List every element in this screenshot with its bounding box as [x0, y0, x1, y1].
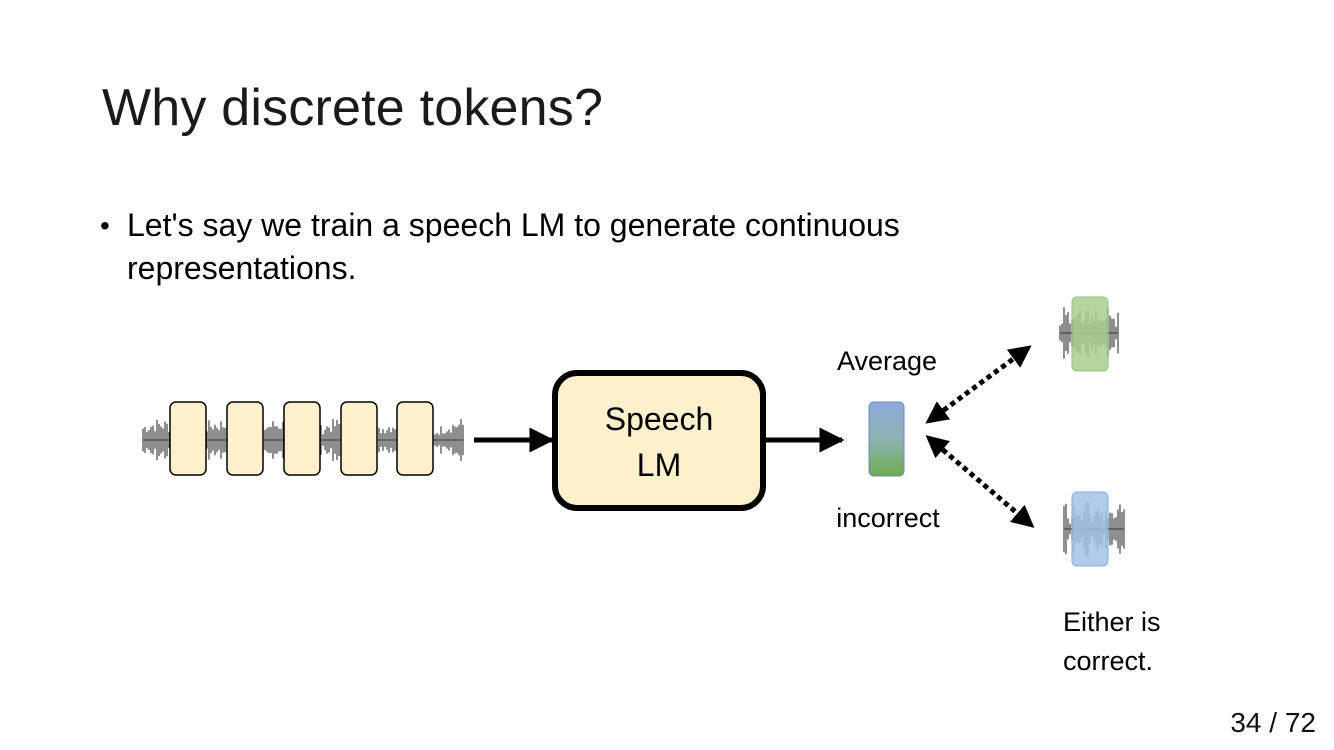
incorrect-label: incorrect [836, 503, 940, 533]
either-label-line1: Either is [1063, 607, 1161, 637]
green-candidate-token [1071, 296, 1109, 372]
input-token-2 [226, 401, 264, 476]
dotted-arrow-lower [925, 435, 1035, 528]
slide-title: Why discrete tokens? [102, 79, 604, 137]
input-token-group [169, 401, 434, 476]
bullet-point: • Let's say we train a speech LM to gene… [100, 204, 1000, 290]
speech-lm-label-line2: LM [637, 447, 681, 483]
average-label: Average [837, 346, 937, 376]
bullet-text: Let's say we train a speech LM to genera… [127, 207, 900, 286]
either-label-line2: correct. [1063, 646, 1153, 676]
bullet-icon: • [100, 210, 110, 241]
dotted-arrow-upper [925, 345, 1032, 424]
average-output-token [868, 401, 905, 477]
input-token-4 [340, 401, 378, 476]
page-number: 34 / 72 [1230, 707, 1316, 738]
input-token-3 [283, 401, 321, 476]
input-token-5 [396, 401, 434, 476]
speech-lm-box [552, 370, 766, 511]
blue-candidate-token [1071, 491, 1109, 567]
input-token-1 [169, 401, 207, 476]
speech-lm-label-line1: Speech [605, 401, 714, 437]
